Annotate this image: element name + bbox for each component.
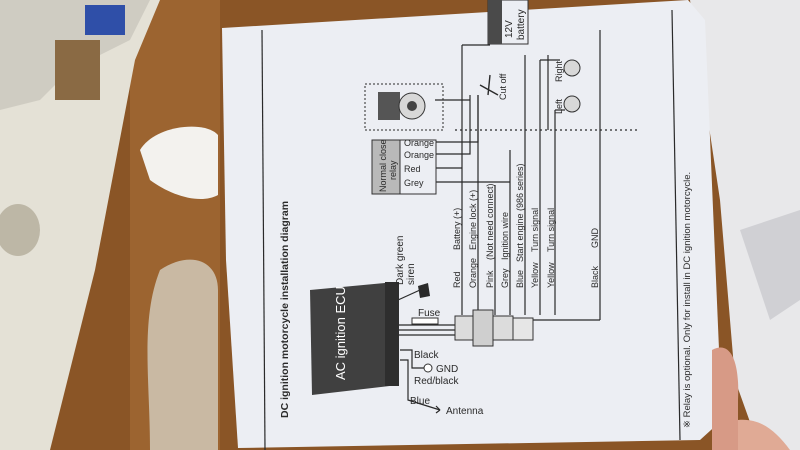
harness-color-red: Red	[452, 271, 462, 288]
cabinet-panel	[0, 0, 160, 450]
cutoff-switch-icon	[479, 74, 499, 96]
ecu-body	[310, 282, 398, 395]
black-label: Black	[414, 350, 439, 361]
gnd-label: GND	[436, 364, 458, 375]
harness-function-turn-signal-2: Turn signal	[546, 208, 556, 252]
harness-color-yellow-2: Yellow	[546, 262, 556, 288]
diagram-title: DC ignition motorcycle installation diag…	[279, 201, 291, 418]
harness-function-ignition: Ignition wire	[500, 212, 510, 260]
white-cloth-left	[140, 126, 218, 200]
pillow	[147, 259, 218, 450]
relay-wire-orange-2	[436, 95, 471, 155]
left-signal-label: Left	[554, 98, 564, 114]
white-sheet-right	[690, 0, 800, 450]
cardboard-box	[55, 40, 100, 100]
harness-color-pink: Pink	[485, 270, 495, 288]
connector-clip	[472, 309, 494, 347]
ecu-wire-blue	[400, 359, 441, 411]
ecu-wire-black	[400, 349, 430, 369]
relay-wire-label-2: Orange	[404, 150, 434, 160]
harness-color-black: Black	[590, 265, 600, 288]
siren-label-2: siren	[406, 263, 417, 285]
frame-line-left	[261, 29, 266, 450]
cutoff-label: Cut off	[498, 73, 508, 100]
footnote: ※ Relay is optional. Only for install in…	[682, 172, 693, 428]
harness-function-battery: Battery (+)	[452, 208, 462, 250]
siren-icon	[418, 283, 430, 298]
ecu-label: AC ignition ECU	[333, 286, 348, 380]
cabinet-knob	[0, 204, 40, 256]
harness-function-turn-signal-1: Turn signal	[530, 208, 540, 252]
harness-color-grey: Grey	[500, 268, 510, 288]
blue-object	[85, 5, 125, 35]
left-signal-bulb-icon	[563, 95, 581, 113]
right-signal-label: Right	[554, 60, 564, 82]
relay-wire-panel	[399, 139, 437, 195]
relay-label-1: Normal close	[378, 139, 388, 192]
antenna-label: Antenna	[446, 406, 484, 417]
relay-wire-orange-1	[436, 95, 479, 143]
gnd-icon	[423, 363, 433, 373]
right-signal-bulb-icon	[563, 59, 581, 77]
harness-function-not-connect: (Not need connect)	[485, 183, 495, 260]
harness-function-engine-lock: Engine lock (+)	[468, 190, 478, 250]
frame-line-right	[671, 9, 681, 441]
ignition-key-icon	[378, 92, 400, 120]
relay-wire-label-3: Red	[404, 164, 421, 174]
relay-box	[371, 139, 401, 195]
ecu-cap	[385, 282, 399, 386]
fuse-icon	[411, 317, 439, 325]
ignition-lock-box	[364, 83, 444, 131]
connector-plug	[512, 317, 534, 341]
red-black-label: Red/black	[414, 376, 459, 387]
siren-label-1: Dark green	[395, 236, 406, 285]
finger-tip	[738, 419, 790, 450]
blue-label: Blue	[410, 396, 430, 407]
relay-wire-label-4: Grey	[404, 178, 424, 188]
harness-color-yellow-1: Yellow	[530, 262, 540, 288]
sheet-shadow	[740, 210, 800, 320]
battery-label-1: 12V	[504, 20, 515, 38]
harness-function-start-engine: Start engine (986 series)	[515, 163, 525, 262]
harness-function-gnd: GND	[590, 228, 600, 249]
ecu-wire-siren	[397, 289, 421, 301]
harness-color-orange: Orange	[468, 258, 478, 288]
antenna-icon	[435, 405, 441, 414]
ignition-switch-center	[407, 101, 417, 111]
relay-wire-label-1: Orange	[404, 138, 434, 148]
battery-label-2: battery	[516, 9, 527, 40]
battery-terminal	[488, 0, 502, 44]
fuse-label: Fuse	[418, 308, 441, 319]
relay-label-2: relay	[388, 160, 398, 180]
harness-color-blue: Blue	[515, 270, 525, 288]
finger	[712, 347, 739, 450]
